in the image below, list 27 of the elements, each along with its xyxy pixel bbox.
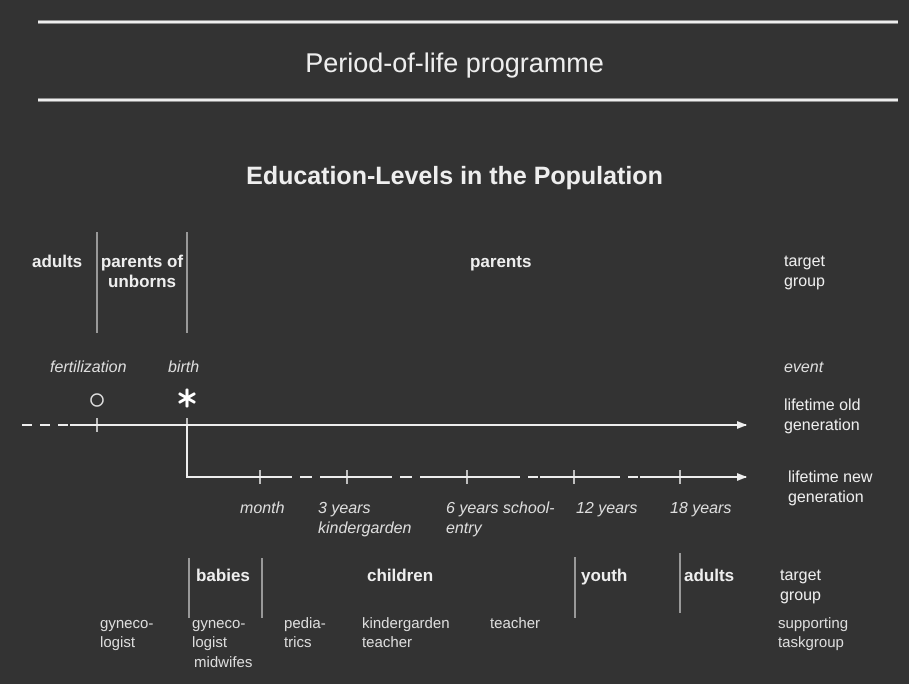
- chart-heading: Education-Levels in the Population: [245, 161, 664, 192]
- title: Period-of-life programme: [304, 47, 605, 80]
- group-label: adults: [684, 566, 734, 586]
- age-label: 18 years: [670, 499, 732, 519]
- profession-label: midwifes: [194, 653, 252, 672]
- profession-label: pedia- trics: [284, 614, 327, 652]
- group-label: children: [367, 566, 434, 586]
- group-label: parents: [470, 252, 532, 272]
- row-label: lifetime old generation: [784, 396, 862, 436]
- event-label: birth: [168, 358, 200, 378]
- age-label: 3 years kindergarden: [318, 499, 412, 539]
- profession-label: gyneco- logist: [100, 614, 154, 652]
- group-label: parents of unborns: [100, 252, 184, 292]
- row-label: target group: [780, 566, 822, 606]
- age-label: month: [240, 499, 284, 519]
- row-label: supporting taskgroup: [778, 614, 850, 652]
- group-label: babies: [196, 566, 250, 586]
- event-label: fertilization: [50, 358, 126, 378]
- row-label: event: [784, 358, 824, 378]
- profession-label: teacher: [490, 614, 540, 633]
- row-label: target group: [784, 252, 826, 292]
- profession-label: kindergarden teacher: [362, 614, 451, 652]
- group-label: adults: [32, 252, 82, 272]
- group-label: youth: [581, 566, 628, 586]
- row-label: lifetime new generation: [788, 468, 874, 508]
- age-label: 6 years school-entry: [446, 499, 556, 539]
- age-label: 12 years: [576, 499, 638, 519]
